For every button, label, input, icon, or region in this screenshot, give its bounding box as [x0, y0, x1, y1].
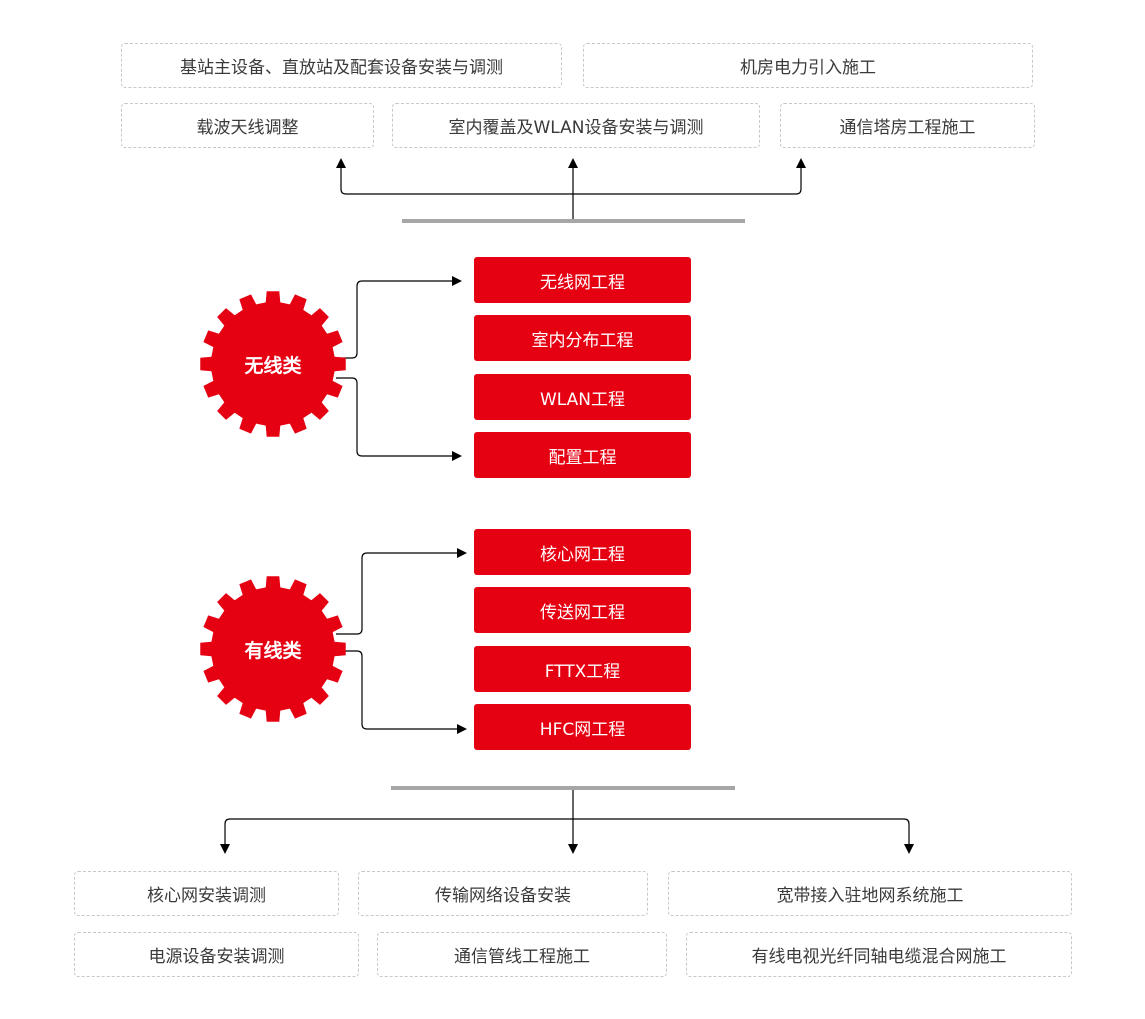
wireless-gear-icon	[200, 291, 346, 437]
bottom-service-box: 通信管线工程施工	[377, 932, 667, 977]
wireless-item: WLAN工程	[474, 374, 691, 420]
wired-gear-icon	[200, 576, 346, 722]
bottom-service-box: 有线电视光纤同轴电缆混合网施工	[686, 932, 1072, 977]
bottom-connector	[220, 790, 914, 854]
wired-item: 核心网工程	[474, 529, 691, 575]
bottom-service-box: 宽带接入驻地网系统施工	[668, 871, 1072, 916]
bottom-service-box: 电源设备安装调测	[74, 932, 359, 977]
top-service-box: 基站主设备、直放站及配套设备安装与调测	[121, 43, 562, 88]
wireless-category-label: 无线类	[244, 354, 302, 377]
bottom-service-box: 传输网络设备安装	[358, 871, 648, 916]
wired-category-label: 有线类	[244, 639, 302, 662]
wireless-item: 室内分布工程	[474, 315, 691, 361]
wireless-item: 配置工程	[474, 432, 691, 478]
top-connector	[336, 158, 806, 219]
bottom-divider-bar	[391, 786, 735, 790]
top-service-box: 载波天线调整	[121, 103, 374, 148]
wired-item: HFC网工程	[474, 704, 691, 750]
top-service-box: 通信塔房工程施工	[780, 103, 1035, 148]
wired-item: FTTX工程	[474, 646, 691, 692]
bottom-service-box: 核心网安装调测	[74, 871, 339, 916]
top-divider-bar	[402, 219, 745, 223]
wireless-item: 无线网工程	[474, 257, 691, 303]
wireless-connector	[336, 276, 462, 461]
wired-item: 传送网工程	[474, 587, 691, 633]
wired-connector	[336, 548, 467, 734]
top-service-box: 室内覆盖及WLAN设备安装与调测	[392, 103, 760, 148]
top-service-box: 机房电力引入施工	[583, 43, 1033, 88]
